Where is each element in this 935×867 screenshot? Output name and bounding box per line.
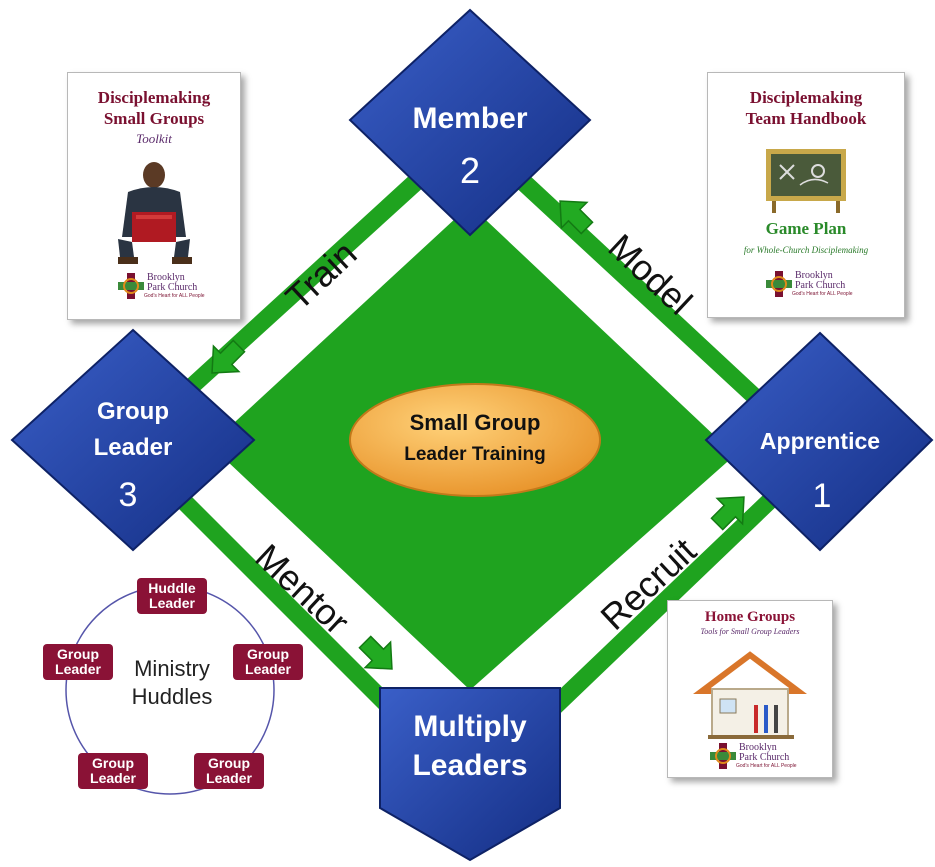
handbook-title-line1: Disciplemaking <box>749 88 863 107</box>
group-leader-pill-left[interactable]: Group Leader <box>43 644 113 680</box>
home-groups-title: Home Groups <box>704 609 796 625</box>
apprentice-base[interactable] <box>704 331 934 552</box>
toolkit-logo: Brooklyn Park Church God's Heart for ALL… <box>118 273 205 299</box>
chalkboard-icon <box>766 149 846 213</box>
logo-name-line2: Park Church <box>795 280 846 291</box>
home-groups-logo: Brooklyn Park Church God's Heart for ALL… <box>710 743 797 769</box>
multiply-leaders-plate[interactable] <box>379 687 561 862</box>
group-leader-line2: Leader <box>245 661 291 677</box>
group-leader-label-line1: Group <box>97 398 169 425</box>
toolkit-title-line1: Disciplemaking <box>97 88 211 107</box>
group-leader-line1: Group <box>247 646 289 662</box>
group-leader-line1: Group <box>208 755 250 771</box>
member-base[interactable] <box>348 8 592 237</box>
home-groups-subtitle: Tools for Small Group Leaders <box>700 627 800 636</box>
logo-name-line1: Brooklyn <box>795 270 833 281</box>
church-logo-icon <box>118 273 144 299</box>
group-leader-line1: Group <box>92 755 134 771</box>
huddle-leader-line1: Huddle <box>148 580 196 596</box>
group-leader-line2: Leader <box>55 661 101 677</box>
group-leader-line2: Leader <box>206 770 252 786</box>
multiply-label-line1: Multiply <box>413 710 527 743</box>
group-leader-number: 3 <box>119 476 138 514</box>
arrow-model-icon <box>559 200 594 235</box>
logo-name-line1: Brooklyn <box>739 742 777 753</box>
huddles-title-line2: Huddles <box>131 684 213 709</box>
member-number: 2 <box>460 150 480 191</box>
logo-tagline: God's Heart for ALL People <box>792 291 853 297</box>
toolkit-subtitle: Toolkit <box>136 131 172 146</box>
group-leader-pill-bottom-left[interactable]: Group Leader <box>78 753 148 789</box>
handbook-title-line2: Team Handbook <box>745 109 867 128</box>
home-groups-book[interactable]: Home Groups Tools for Small Group Leader… <box>667 600 833 778</box>
apprentice-number: 1 <box>813 477 832 515</box>
logo-tagline: God's Heart for ALL People <box>144 293 205 299</box>
church-logo-icon <box>710 743 736 769</box>
handbook-tagline: for Whole-Church Disciplemaking <box>743 245 869 255</box>
group-leader-base[interactable] <box>10 328 256 552</box>
logo-name-line2: Park Church <box>739 752 790 763</box>
arrow-mentor-icon <box>358 635 393 670</box>
group-leader-label-line2: Leader <box>94 434 173 461</box>
ministry-huddles-title: Ministry Huddles <box>112 655 232 711</box>
multiply-label-line2: Leaders <box>412 749 527 782</box>
house-icon <box>693 651 807 739</box>
logo-name-line2: Park Church <box>147 282 198 293</box>
toolkit-book[interactable]: Disciplemaking Small Groups Toolkit Broo… <box>67 72 241 320</box>
logo-name-line1: Brooklyn <box>147 272 185 283</box>
toolkit-title-line2: Small Groups <box>103 109 205 128</box>
logo-tagline: God's Heart for ALL People <box>736 763 797 769</box>
handbook-game-plan: Game Plan <box>765 219 847 238</box>
group-leader-line2: Leader <box>90 770 136 786</box>
group-leader-pill-right[interactable]: Group Leader <box>233 644 303 680</box>
apprentice-label: Apprentice <box>760 428 880 454</box>
toolkit-person-illustration <box>118 162 192 264</box>
center-title-line2: Leader Training <box>404 444 545 465</box>
arrow-train-icon <box>211 339 246 374</box>
handbook-logo: Brooklyn Park Church God's Heart for ALL… <box>766 271 853 297</box>
center-ellipse <box>349 383 601 497</box>
group-leader-line1: Group <box>57 646 99 662</box>
huddle-leader-line2: Leader <box>149 595 195 611</box>
church-logo-icon <box>766 271 792 297</box>
group-leader-pill-bottom-right[interactable]: Group Leader <box>194 753 264 789</box>
center-title-line1: Small Group <box>410 410 541 435</box>
huddles-title-line1: Ministry <box>134 656 210 681</box>
arrow-recruit-icon <box>710 496 745 531</box>
handbook-book[interactable]: Disciplemaking Team Handbook Game Plan f… <box>707 72 905 318</box>
member-label: Member <box>412 102 527 135</box>
huddle-leader-pill[interactable]: Huddle Leader <box>137 578 207 614</box>
